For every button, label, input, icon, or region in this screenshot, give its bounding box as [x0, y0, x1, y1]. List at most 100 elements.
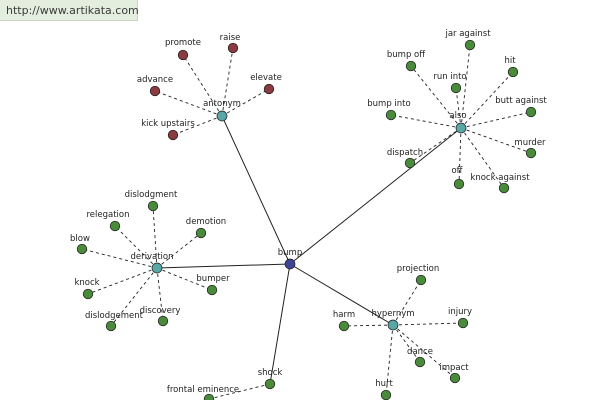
label-dislodgment: dislodgment [125, 190, 178, 200]
edge-shock-frontal-eminence [208, 383, 271, 400]
node-murder[interactable] [525, 147, 537, 159]
edge-also-run-into [455, 87, 462, 129]
label-knock: knock [74, 278, 99, 288]
label-relegation: relegation [86, 210, 129, 220]
label-promote: promote [165, 38, 201, 48]
label-off: off [451, 166, 463, 176]
edge-also-bump-off [410, 65, 462, 129]
edge-hypernym-dance [392, 324, 421, 363]
node-dislodgement[interactable] [105, 320, 117, 332]
edge-also-knock-against [460, 127, 505, 189]
edge-derivation-dislodgement [110, 267, 158, 327]
label-injury: injury [448, 307, 472, 317]
node-butt-against[interactable] [525, 106, 537, 118]
label-butt-against: butt against [495, 96, 547, 106]
edge-derivation-knock [87, 267, 158, 295]
node-shock[interactable] [264, 378, 276, 390]
node-hit[interactable] [507, 66, 519, 78]
node-blow[interactable] [76, 243, 88, 255]
node-frontal-eminence[interactable] [203, 393, 215, 400]
label-blow: blow [70, 234, 90, 244]
label-kick-upstairs: kick upstairs [141, 119, 195, 129]
node-raise[interactable] [227, 42, 239, 54]
node-run-into[interactable] [450, 82, 462, 94]
node-promote[interactable] [177, 49, 189, 61]
graph-nodes [76, 39, 537, 400]
edge-derivation-dislodgment [152, 205, 158, 269]
label-dance: dance [407, 347, 433, 357]
node-knock[interactable] [82, 288, 94, 300]
label-projection: projection [397, 264, 439, 274]
edge-bump-derivation [156, 263, 291, 269]
node-off[interactable] [453, 178, 465, 190]
edge-hypernym-harm [343, 324, 394, 327]
edge-antonym-promote [182, 54, 223, 117]
label-hurt: hurt [375, 379, 393, 389]
label-bump-off: bump off [387, 50, 426, 60]
label-derivation: derivation [130, 252, 173, 262]
edge-antonym-kick-upstairs [172, 115, 223, 136]
label-elevate: elevate [250, 73, 282, 83]
node-knock-against[interactable] [498, 182, 510, 194]
node-kick-upstairs[interactable] [167, 129, 179, 141]
node-advance[interactable] [149, 85, 161, 97]
label-hit: hit [504, 56, 516, 66]
node-relegation[interactable] [109, 220, 121, 232]
node-dance[interactable] [414, 356, 426, 368]
node-bump-into[interactable] [385, 109, 397, 121]
label-knock-against: knock against [470, 173, 530, 183]
label-also: also [449, 111, 466, 121]
label-hypernym: hypernym [371, 309, 414, 319]
label-jar-against: jar against [444, 29, 491, 39]
edge-hypernym-injury [392, 322, 464, 326]
node-also[interactable] [455, 122, 467, 134]
label-dispatch: dispatch [387, 148, 423, 158]
node-bumper[interactable] [206, 284, 218, 296]
node-demotion[interactable] [195, 227, 207, 239]
label-bumper: bumper [196, 274, 230, 284]
edge-hypernym-impact [392, 324, 456, 379]
edge-also-murder [460, 127, 532, 154]
node-dispatch[interactable] [404, 157, 416, 169]
node-discovery[interactable] [157, 315, 169, 327]
node-jar-against[interactable] [464, 39, 476, 51]
label-murder: murder [514, 138, 546, 148]
node-derivation[interactable] [151, 262, 163, 274]
edge-also-jar-against [460, 44, 471, 129]
node-impact[interactable] [449, 372, 461, 384]
label-dislodgement: dislodgement [85, 311, 144, 321]
label-impact: impact [439, 363, 469, 373]
node-bump[interactable] [284, 258, 296, 270]
node-projection[interactable] [415, 274, 427, 286]
node-antonym[interactable] [216, 110, 228, 122]
label-shock: shock [258, 368, 283, 378]
label-bump-into: bump into [367, 99, 410, 109]
node-injury[interactable] [457, 317, 469, 329]
edge-bump-also [289, 127, 462, 265]
label-harm: harm [333, 310, 355, 320]
node-elevate[interactable] [263, 83, 275, 95]
node-harm[interactable] [338, 320, 350, 332]
label-discovery: discovery [140, 306, 181, 316]
edge-derivation-blow [81, 248, 158, 269]
edge-bump-hypernym [289, 263, 394, 326]
edge-hypernym-projection [392, 279, 422, 326]
label-run-into: run into [433, 72, 466, 82]
edge-derivation-relegation [114, 225, 158, 269]
node-hurt[interactable] [380, 389, 392, 400]
node-bump-off[interactable] [405, 60, 417, 72]
node-dislodgment[interactable] [147, 200, 159, 212]
edge-bump-antonym [221, 115, 291, 265]
edge-derivation-discovery [156, 267, 164, 322]
label-antonym: antonym [203, 99, 241, 109]
node-hypernym[interactable] [387, 319, 399, 331]
edge-also-hit [460, 71, 514, 129]
edge-derivation-demotion [156, 232, 202, 269]
label-advance: advance [137, 75, 173, 85]
label-frontal-eminence: frontal eminence [167, 385, 239, 395]
graph-edges [81, 44, 532, 400]
label-bump: bump [278, 248, 302, 258]
url-label[interactable]: http://www.artikata.com [0, 0, 139, 21]
